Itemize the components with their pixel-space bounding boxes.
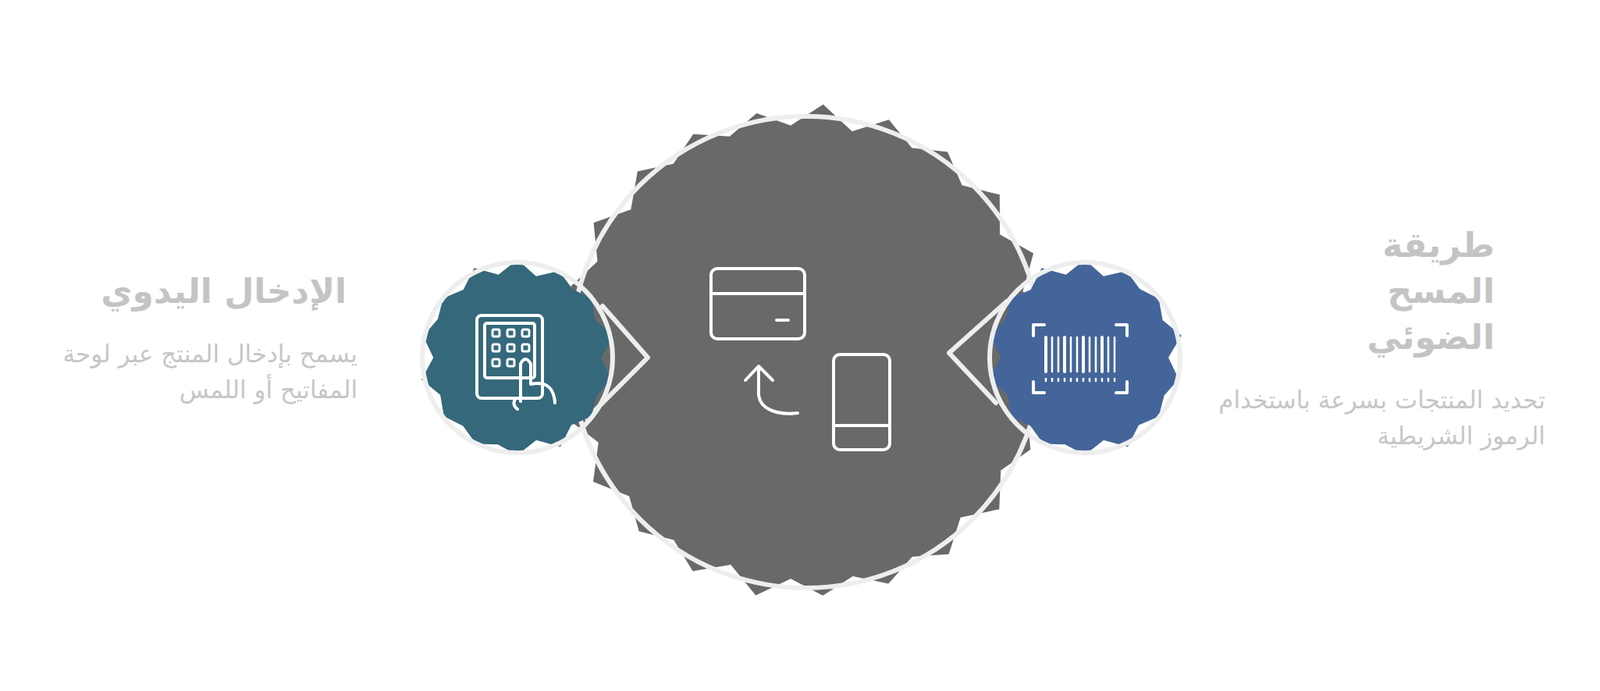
barcode-icon xyxy=(1033,324,1128,393)
phone-symbol xyxy=(833,354,890,450)
center-scribble xyxy=(560,104,1051,596)
center-ring xyxy=(570,116,1042,588)
keypad-icon xyxy=(476,315,555,409)
scribble-fill xyxy=(560,104,1051,596)
payment-icon xyxy=(711,268,890,450)
card-stripe xyxy=(712,291,804,296)
method-heading: طريقة المسح الضوئي xyxy=(1264,221,1546,360)
scribble-fill xyxy=(988,259,1182,456)
method-text: الإدخال اليدوي يسمح بإدخال المنتج عبر لوح… xyxy=(45,267,358,408)
circle-shape xyxy=(420,260,615,455)
method-text: طريقة المسح الضوئي تحديد المنتجات بسرعة ب… xyxy=(1217,221,1546,454)
card-mark xyxy=(776,318,789,322)
phone-line xyxy=(835,423,889,427)
circle-ring xyxy=(422,262,613,453)
method-circle: طريقة المسح الضوئيتحديد المنتجات بسرعة ب… xyxy=(988,260,1182,455)
circle-ring xyxy=(989,262,1181,453)
scribble-fill xyxy=(421,259,615,456)
card-symbol xyxy=(711,268,805,339)
method-description: تحديد المنتجات بسرعة باستخدام الرموز الش… xyxy=(1217,381,1546,454)
circle-shape xyxy=(988,260,1182,455)
method-heading: الإدخال اليدوي xyxy=(45,267,358,314)
arrow-head xyxy=(745,366,773,381)
joint-lines xyxy=(586,301,1007,419)
method-circle: الإدخال اليدوييسمح بإدخال المنتج عبر لوح… xyxy=(420,260,615,455)
method-description: يسمح بإدخال المنتج عبر لوحة المفاتيح أو … xyxy=(45,335,358,408)
